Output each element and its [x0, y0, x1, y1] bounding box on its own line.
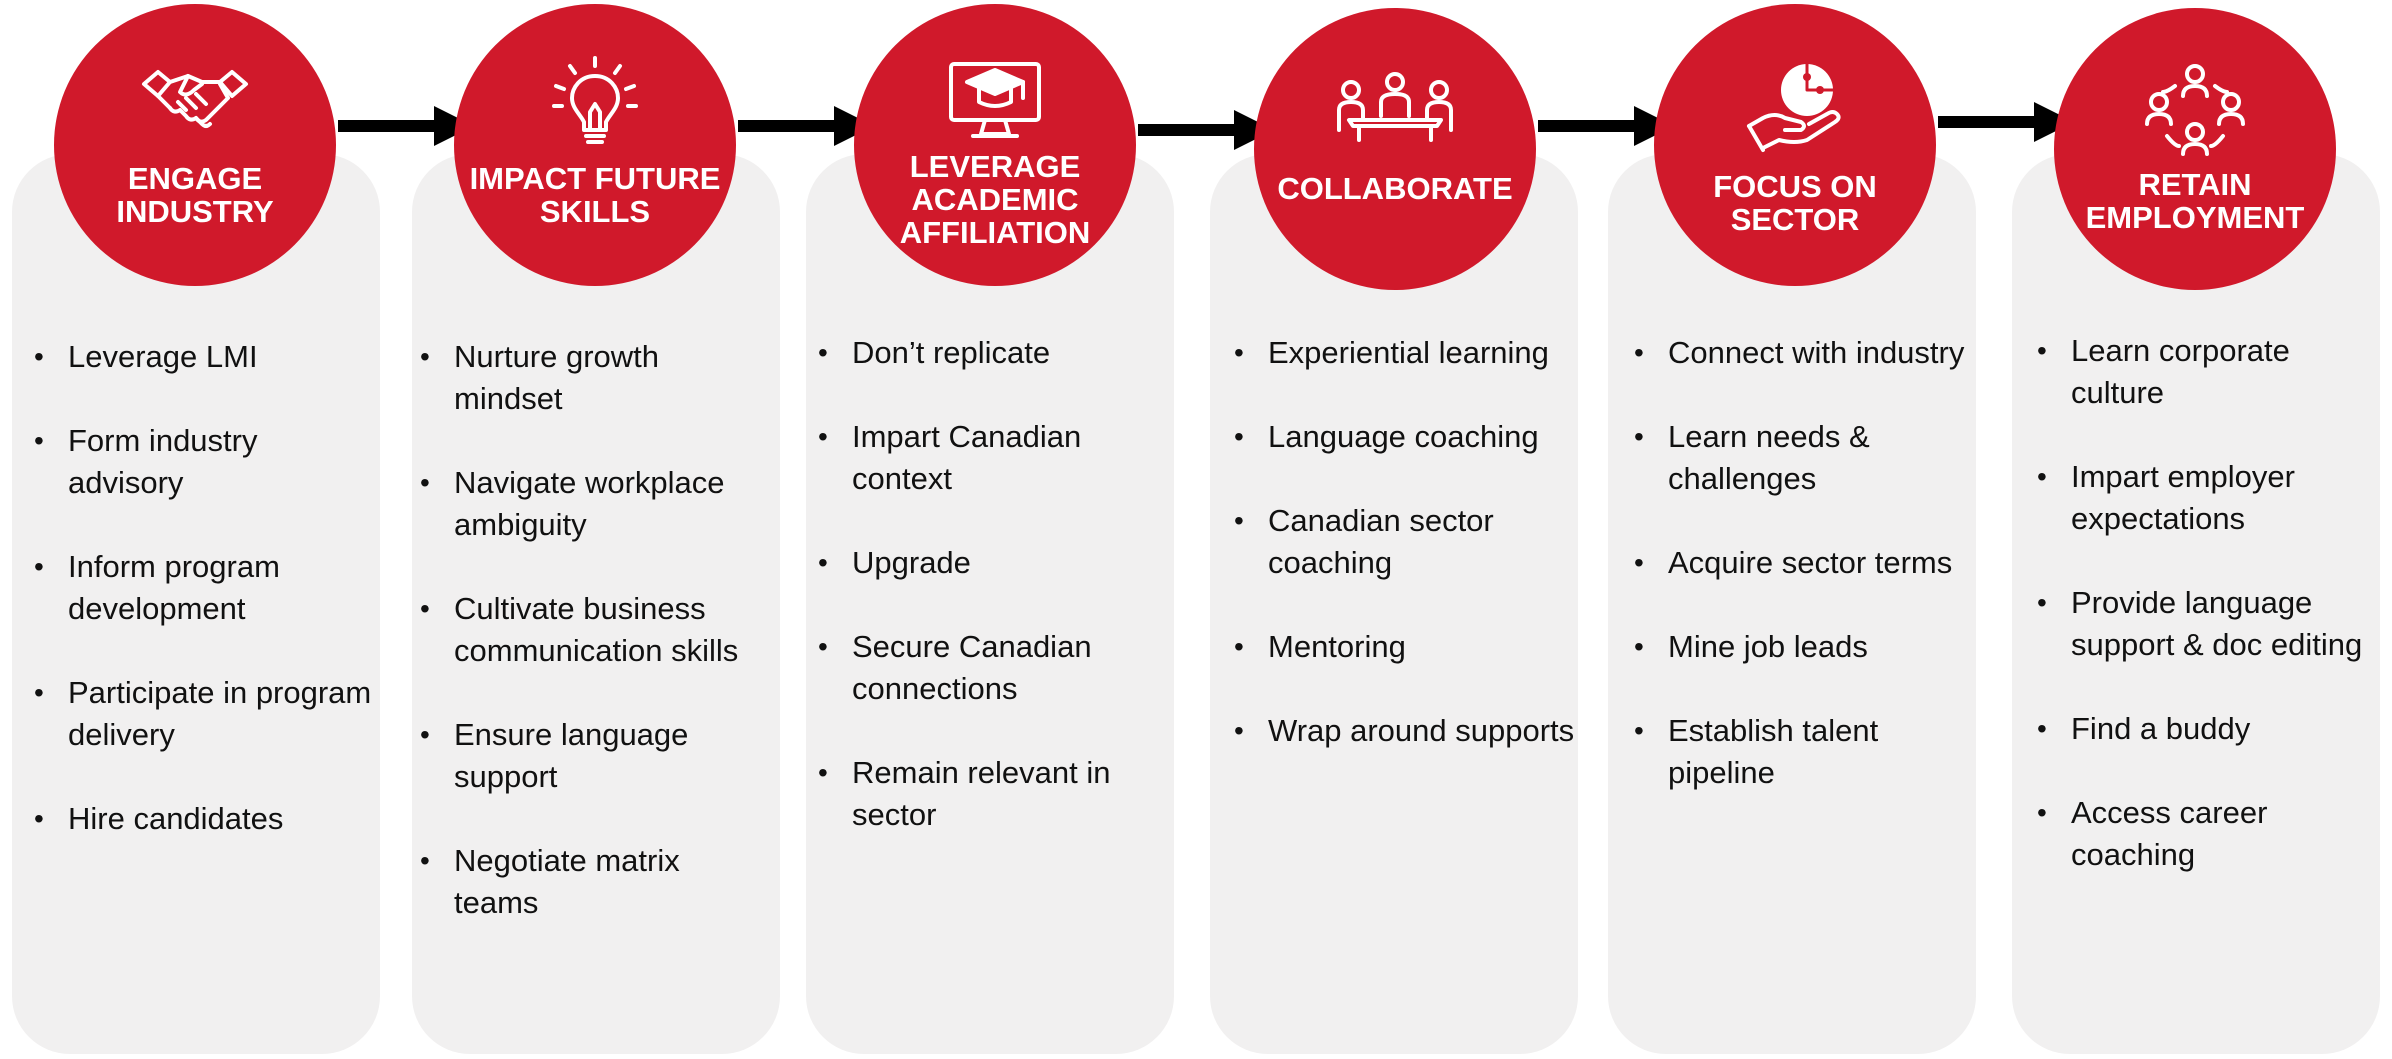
step-bullet-list: Don’t replicate Impart Canadian context … — [796, 332, 1174, 836]
handshake-icon — [142, 70, 248, 128]
step-bullet-list: Experiential learning Language coaching … — [1212, 332, 1592, 752]
list-item: Upgrade — [796, 542, 1174, 584]
list-item: Navigate workplace ambiguity — [398, 462, 778, 546]
step-bullet-list: Nurture growth mindset Navigate workplac… — [398, 336, 778, 924]
list-item: Language coaching — [1212, 416, 1592, 458]
step-circle-collaborate: COLLABORATE — [1254, 8, 1536, 290]
step-bullet-list: Connect with industry Learn needs & chal… — [1612, 332, 1982, 794]
graduation-monitor-icon — [949, 62, 1041, 138]
list-item: Impart employer expectations — [2015, 456, 2385, 540]
step-bullet-list: Leverage LMI Form industry advisory Info… — [12, 336, 380, 840]
arrow-right-icon — [338, 106, 474, 146]
list-item: Wrap around supports — [1212, 710, 1592, 752]
list-item: Cultivate business communication skills — [398, 588, 778, 672]
list-item: Learn corporate culture — [2015, 330, 2385, 414]
arrow-right-icon — [738, 106, 874, 146]
list-item: Negotiate matrix teams — [398, 840, 778, 924]
list-item: Mine job leads — [1612, 626, 1982, 668]
list-item: Impart Canadian context — [796, 416, 1174, 500]
list-item: Inform program development — [12, 546, 380, 630]
arrow-right-icon — [1938, 102, 2074, 142]
step-panel-collaborate — [1210, 154, 1578, 1054]
list-item: Find a buddy — [2015, 708, 2385, 750]
step-bullet-list: Learn corporate culture Impart employer … — [2015, 330, 2385, 876]
list-item: Experiential learning — [1212, 332, 1592, 374]
step-panel-focus-on-sector — [1608, 154, 1976, 1054]
list-item: Establish talent pipeline — [1612, 710, 1982, 794]
list-item: Leverage LMI — [12, 336, 380, 378]
list-item: Connect with industry — [1612, 332, 1982, 374]
meeting-table-icon — [1337, 72, 1453, 142]
step-panel-leverage-academic-affiliation — [806, 154, 1174, 1054]
list-item: Ensure language support — [398, 714, 778, 798]
list-item: Canadian sector coaching — [1212, 500, 1592, 584]
list-item: Acquire sector terms — [1612, 542, 1982, 584]
hand-globe-puzzle-icon — [1747, 62, 1841, 152]
list-item: Mentoring — [1212, 626, 1592, 668]
list-item: Learn needs & challenges — [1612, 416, 1982, 500]
list-item: Provide language support & doc editing — [2015, 582, 2385, 666]
list-item: Remain relevant in sector — [796, 752, 1174, 836]
list-item: Secure Canadian connections — [796, 626, 1174, 710]
arrow-right-icon — [1538, 106, 1674, 146]
list-item: Form industry advisory — [12, 420, 380, 504]
people-network-icon — [2145, 64, 2245, 156]
list-item: Nurture growth mindset — [398, 336, 778, 420]
list-item: Hire candidates — [12, 798, 380, 840]
list-item: Don’t replicate — [796, 332, 1174, 374]
step-title: COLLABORATE — [1277, 171, 1513, 206]
arrow-right-icon — [1138, 110, 1274, 150]
list-item: Participate in program delivery — [12, 672, 380, 756]
list-item: Access career coaching — [2015, 792, 2385, 876]
lightbulb-icon — [552, 56, 638, 144]
